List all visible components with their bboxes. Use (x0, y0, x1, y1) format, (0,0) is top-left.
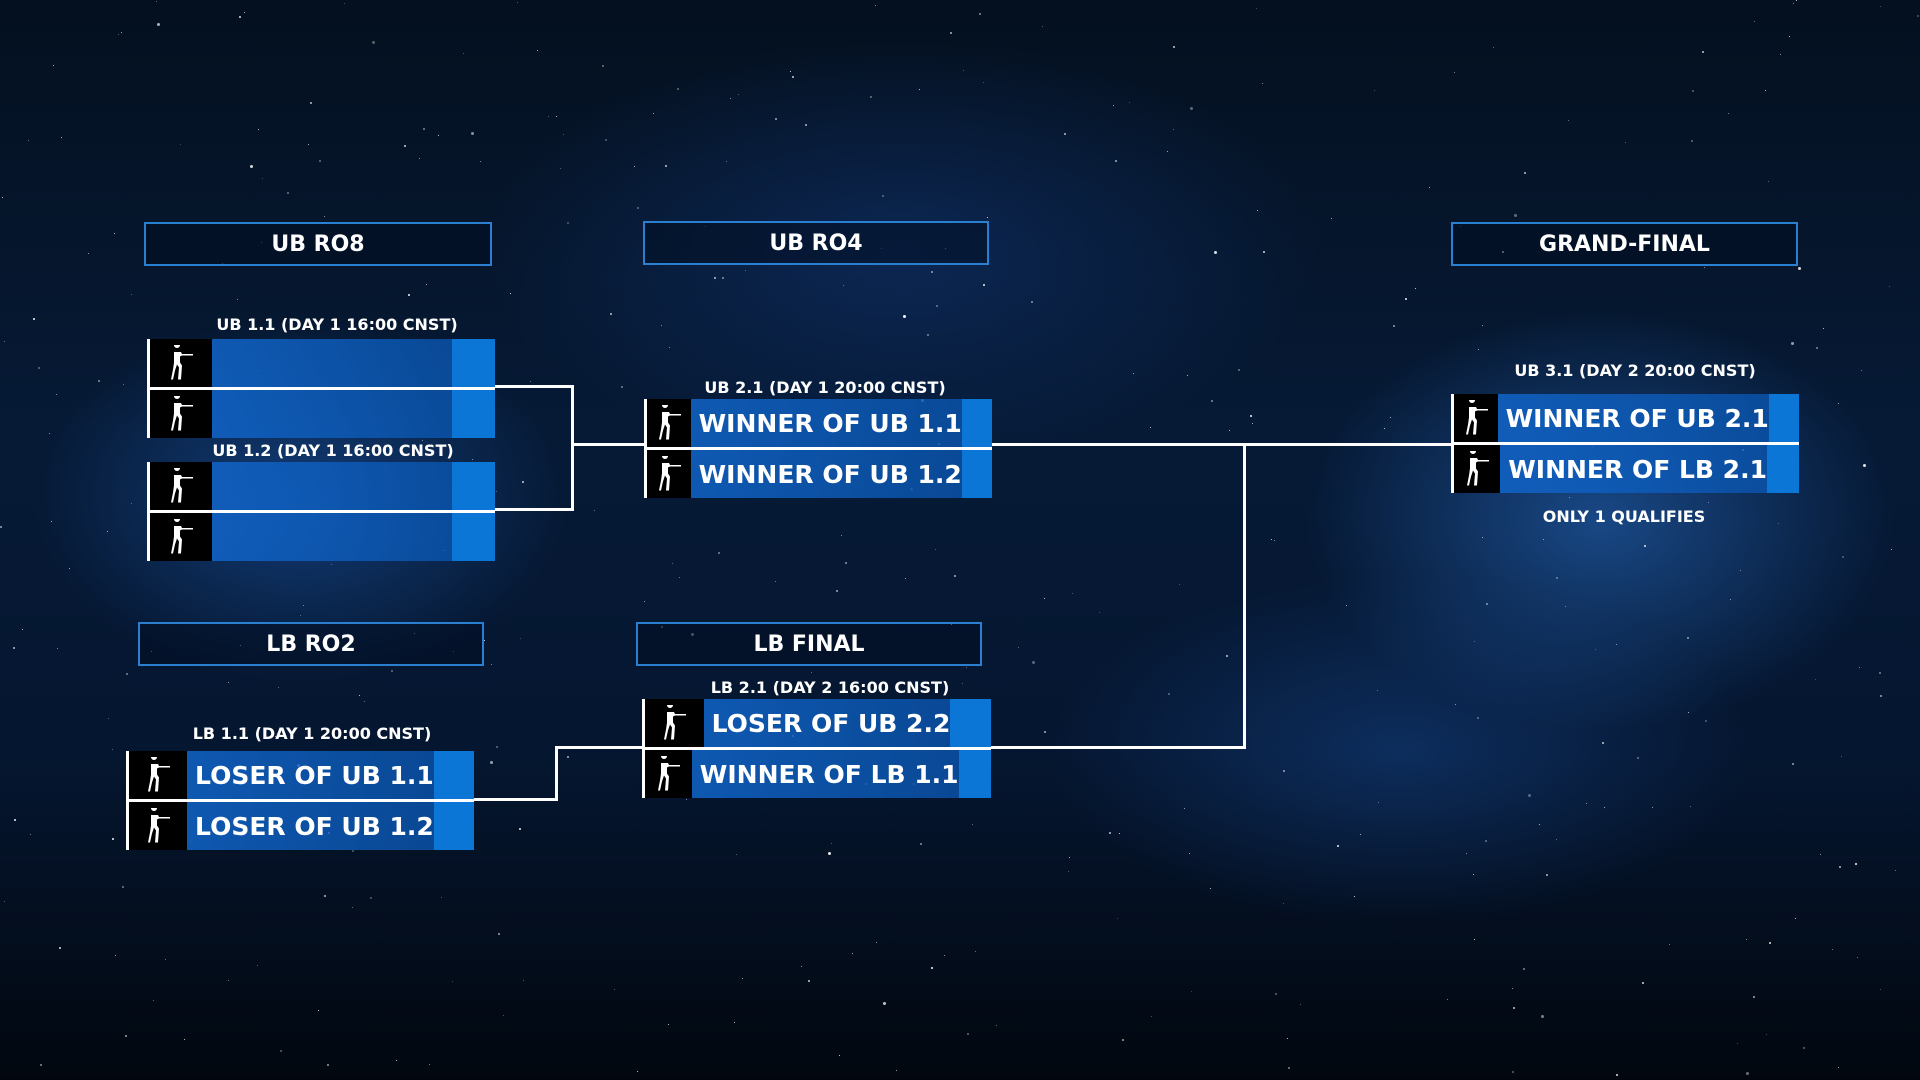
soldier-icon (647, 399, 691, 447)
connector-line (555, 746, 642, 749)
connector-line (989, 443, 1451, 446)
match-label-ub31: UB 3.1 (DAY 2 20:00 CNST) (1514, 361, 1756, 380)
team-score (958, 750, 991, 798)
header-lb-ro2: LB RO2 (138, 622, 484, 666)
match-label-ub11: UB 1.1 (DAY 1 16:00 CNST) (216, 315, 458, 334)
header-grand-final: GRAND-FINAL (1451, 222, 1798, 266)
soldier-icon (150, 462, 212, 510)
match-lb11[interactable]: LOSER OF UB 1.1 LOSER OF UB 1.2 (126, 751, 474, 850)
team-row[interactable]: WINNER OF UB 1.2 (647, 447, 992, 498)
team-name: WINNER OF LB 1.1 (691, 750, 959, 798)
team-row[interactable]: WINNER OF LB 2.1 (1454, 442, 1799, 493)
team-score (452, 462, 495, 510)
qualify-note: ONLY 1 QUALIFIES (1542, 507, 1706, 526)
team-row[interactable]: LOSER OF UB 2.2 (645, 699, 991, 747)
match-ub31[interactable]: WINNER OF UB 2.1 WINNER OF LB 2.1 (1451, 394, 1799, 493)
team-name: WINNER OF UB 2.1 (1497, 394, 1769, 442)
match-ub12[interactable] (147, 462, 495, 561)
soldier-icon (645, 750, 692, 798)
team-row[interactable] (150, 339, 495, 387)
connector-line (555, 746, 558, 801)
team-score (950, 699, 991, 747)
team-row[interactable] (150, 510, 495, 561)
soldier-icon (1454, 445, 1501, 493)
connector-line (571, 443, 645, 446)
team-row[interactable]: LOSER OF UB 1.1 (129, 751, 474, 799)
connector-line (492, 385, 574, 388)
team-name: LOSER OF UB 1.1 (187, 751, 434, 799)
team-name: WINNER OF LB 2.1 (1500, 445, 1767, 493)
team-name (212, 339, 452, 387)
soldier-icon (647, 450, 691, 498)
team-score (452, 390, 495, 438)
team-score (961, 399, 992, 447)
team-row[interactable]: WINNER OF LB 1.1 (645, 747, 991, 798)
team-score (452, 339, 495, 387)
header-ub-ro8: UB RO8 (144, 222, 492, 266)
team-score (961, 450, 992, 498)
soldier-icon (150, 513, 212, 561)
team-row[interactable]: WINNER OF UB 1.1 (647, 399, 992, 447)
team-row[interactable]: LOSER OF UB 1.2 (129, 799, 474, 850)
team-row[interactable] (150, 387, 495, 438)
match-label-lb21: LB 2.1 (DAY 2 16:00 CNST) (710, 678, 950, 697)
match-lb21[interactable]: LOSER OF UB 2.2 WINNER OF LB 1.1 (642, 699, 991, 798)
connector-line (1243, 443, 1246, 749)
soldier-icon (129, 751, 188, 799)
connector-line (492, 508, 574, 511)
match-ub21[interactable]: WINNER OF UB 1.1 WINNER OF UB 1.2 (644, 399, 992, 498)
match-ub11[interactable] (147, 339, 495, 438)
team-name: WINNER OF UB 1.2 (690, 450, 962, 498)
match-label-ub12: UB 1.2 (DAY 1 16:00 CNST) (212, 441, 454, 460)
soldier-icon (150, 390, 212, 438)
team-name (212, 390, 452, 438)
match-label-ub21: UB 2.1 (DAY 1 20:00 CNST) (704, 378, 946, 397)
team-score (433, 751, 474, 799)
soldier-icon (1454, 394, 1498, 442)
team-name (212, 513, 452, 561)
team-row[interactable] (150, 462, 495, 510)
team-name (212, 462, 452, 510)
connector-line (988, 746, 1246, 749)
soldier-icon (645, 699, 704, 747)
team-row[interactable]: WINNER OF UB 2.1 (1454, 394, 1799, 442)
team-score (1766, 445, 1799, 493)
team-score (1768, 394, 1799, 442)
team-name: LOSER OF UB 2.2 (703, 699, 951, 747)
soldier-icon (150, 339, 212, 387)
header-lb-final: LB FINAL (636, 622, 982, 666)
connector-line (571, 385, 574, 511)
connector-line (471, 798, 558, 801)
team-name: WINNER OF UB 1.1 (690, 399, 962, 447)
soldier-icon (129, 802, 188, 850)
match-label-lb11: LB 1.1 (DAY 1 20:00 CNST) (192, 724, 432, 743)
team-name: LOSER OF UB 1.2 (187, 802, 434, 850)
team-score (452, 513, 495, 561)
header-ub-ro4: UB RO4 (643, 221, 989, 265)
team-score (433, 802, 474, 850)
